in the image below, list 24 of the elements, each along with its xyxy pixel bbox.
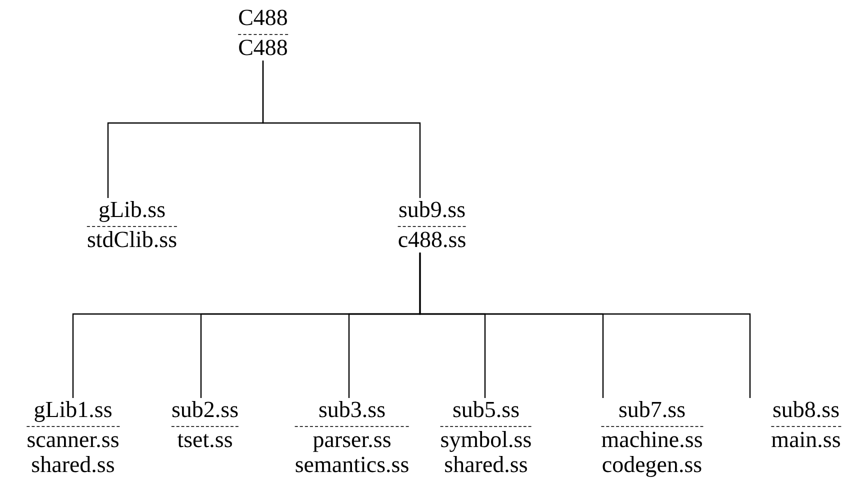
module-name: sub3.ss	[317, 398, 387, 423]
file-name: machine.ss	[601, 428, 703, 453]
file-name: c488.ss	[398, 228, 466, 253]
file-name: scanner.ss	[26, 428, 120, 453]
tree-connector	[419, 252, 751, 398]
module-name: C488	[238, 6, 288, 31]
file-name: shared.ss	[444, 452, 528, 478]
module-name: sub5.ss	[451, 398, 521, 423]
file-name: tset.ss	[176, 428, 234, 453]
file-name: codegen.ss	[601, 452, 703, 478]
module-name: sub2.ss	[171, 398, 239, 423]
file-name: semantics.ss	[294, 452, 410, 478]
file-name: symbol.ss	[440, 428, 532, 453]
module-name: sub8.ss	[771, 398, 841, 423]
file-name: C488	[238, 36, 288, 61]
file-name: main.ss	[771, 428, 841, 453]
file-name: shared.ss	[30, 452, 116, 478]
tree-connector	[262, 60, 421, 198]
module-name: gLib.ss	[97, 198, 167, 223]
module-name: gLib1.ss	[32, 398, 114, 423]
module-name: sub7.ss	[617, 398, 687, 423]
file-name: parser.ss	[312, 428, 392, 453]
module-name: sub9.ss	[398, 198, 466, 223]
file-name: stdClib.ss	[86, 228, 178, 253]
